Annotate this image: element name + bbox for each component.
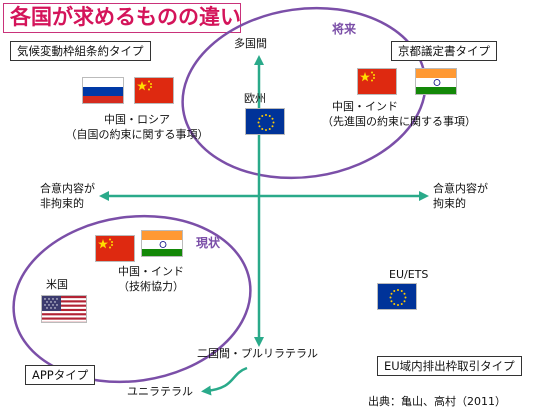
- page-title: 各国が求めるものの違い: [3, 3, 241, 33]
- multilateral-label: 多国間: [234, 37, 267, 50]
- unilateral-arrow: [201, 366, 248, 396]
- china-flag-icon: [135, 78, 173, 103]
- binding-label-line2: 拘束的: [433, 197, 466, 210]
- eu-ets-label: EU/ETS: [389, 268, 429, 281]
- india-flag-icon: [142, 231, 182, 256]
- russia-flag-icon: [83, 78, 123, 103]
- eu-flag-ets: [377, 283, 417, 310]
- china-flag-app: [95, 235, 135, 262]
- china-india-app-label-line2: （技術協力）: [118, 280, 184, 293]
- eu-flag-icon: [246, 109, 284, 134]
- binding-label-line1: 合意内容が: [433, 182, 488, 195]
- china-flag-icon: [96, 236, 134, 261]
- non-binding-label-line1: 合意内容が: [40, 182, 95, 195]
- china-india-kyoto-label-line1: 中国・インド: [332, 100, 398, 113]
- phase-current-label: 現状: [196, 236, 221, 250]
- bilateral-plurilateral-label: 二国間・プルリラテラル: [197, 347, 318, 360]
- usa-flag: [41, 295, 87, 323]
- india-flag-kyoto: [415, 68, 457, 95]
- china-russia-label-line1: 中国・ロシア: [104, 113, 170, 126]
- future-ellipse: [181, 6, 427, 180]
- source-citation: 出典：亀山、高村（2011）: [368, 395, 506, 408]
- phase-future-label: 将来: [332, 22, 357, 36]
- europe-label: 欧州: [244, 92, 266, 105]
- climate-convention-type-box: 気候変動枠組条約タイプ: [10, 41, 151, 61]
- usa-flag-icon: [42, 296, 86, 322]
- russia-flag: [82, 77, 124, 104]
- india-flag-icon: [416, 69, 456, 94]
- current-ellipse: [12, 214, 252, 384]
- china-india-app-label-line1: 中国・インド: [118, 265, 184, 278]
- india-flag-app: [141, 230, 183, 257]
- eu-trading-type-box: EU域内排出枠取引タイプ: [377, 356, 522, 376]
- unilateral-label: ユニラテラル: [127, 385, 193, 398]
- china-flag-icon: [358, 69, 396, 94]
- non-binding-label-line2: 非拘束的: [40, 197, 84, 210]
- china-india-kyoto-label-line2: （先進国の約束に関する事項）: [322, 115, 476, 128]
- eu-flag-europe: [245, 108, 285, 135]
- eu-flag-icon: [378, 284, 416, 309]
- app-type-box: APPタイプ: [25, 365, 96, 385]
- china-flag-russia-pair: [134, 77, 174, 104]
- kyoto-type-box: 京都議定書タイプ: [391, 41, 497, 61]
- china-russia-label-line2: （自国の約束に関する事項）: [65, 128, 209, 141]
- usa-label: 米国: [46, 278, 68, 291]
- china-flag-kyoto: [357, 68, 397, 95]
